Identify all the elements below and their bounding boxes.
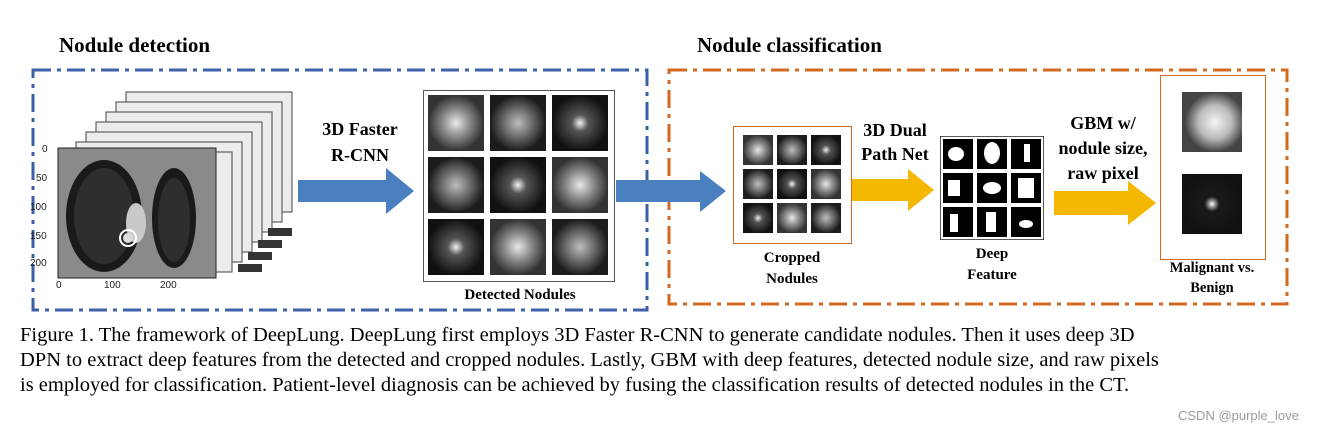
cropped-nodules-tiles bbox=[743, 135, 841, 233]
benign-nodule-image bbox=[1182, 174, 1242, 234]
detected-nodules-label: Detected Nodules bbox=[464, 287, 576, 303]
gbm-label: GBM w/ nodule size, raw pixel bbox=[1058, 113, 1148, 183]
nodule-detection-title: Nodule detection bbox=[59, 33, 211, 57]
watermark: CSDN @purple_love bbox=[1178, 408, 1299, 423]
ct-tick-x-0: 0 bbox=[56, 280, 62, 291]
malignant-benign-label: Malignant vs. Benign bbox=[1169, 260, 1255, 296]
caption-line-3: is employed for classification. Patient-… bbox=[20, 374, 1130, 396]
ct-tick-x-200: 200 bbox=[160, 280, 177, 291]
ct-tick-y-200: 200 bbox=[30, 258, 47, 269]
deep-feature-grid bbox=[940, 136, 1044, 240]
ct-tick-y-0: 0 bbox=[42, 144, 48, 155]
dual-path-net-label: 3D Dual Path Net bbox=[861, 120, 929, 164]
figure-frames bbox=[31, 68, 1289, 312]
faster-rcnn-label: 3D Faster R-CNN bbox=[322, 119, 398, 165]
caption-line-2: DPN to extract deep features from the de… bbox=[20, 349, 1159, 371]
ct-tick-y-50: 50 bbox=[36, 173, 48, 184]
caption-line-1: Figure 1. The framework of DeepLung. Dee… bbox=[20, 324, 1135, 346]
result-nodule-images bbox=[1182, 92, 1242, 234]
ct-tick-x-100: 100 bbox=[104, 280, 121, 291]
arrow-crop-icon bbox=[616, 171, 726, 212]
ct-tick-y-150: 150 bbox=[30, 231, 47, 242]
arrow-dpn-icon bbox=[852, 169, 934, 211]
cropped-nodules-label: Cropped Nodules bbox=[763, 250, 821, 287]
detection-frame bbox=[31, 68, 649, 312]
nodule-classification-title: Nodule classification bbox=[697, 33, 882, 57]
detected-nodules-tiles bbox=[428, 95, 608, 275]
malignant-nodule-image bbox=[1182, 92, 1242, 152]
deep-feature-label: Deep Feature bbox=[967, 246, 1017, 283]
ct-tick-y-100: 100 bbox=[30, 202, 47, 213]
figure-caption: Figure 1. The framework of DeepLung. Dee… bbox=[20, 323, 1159, 398]
classification-frame bbox=[667, 68, 1289, 306]
ct-slice-stack bbox=[57, 91, 293, 279]
arrow-gbm-icon bbox=[1054, 181, 1156, 225]
arrow-detection-icon bbox=[298, 168, 414, 214]
